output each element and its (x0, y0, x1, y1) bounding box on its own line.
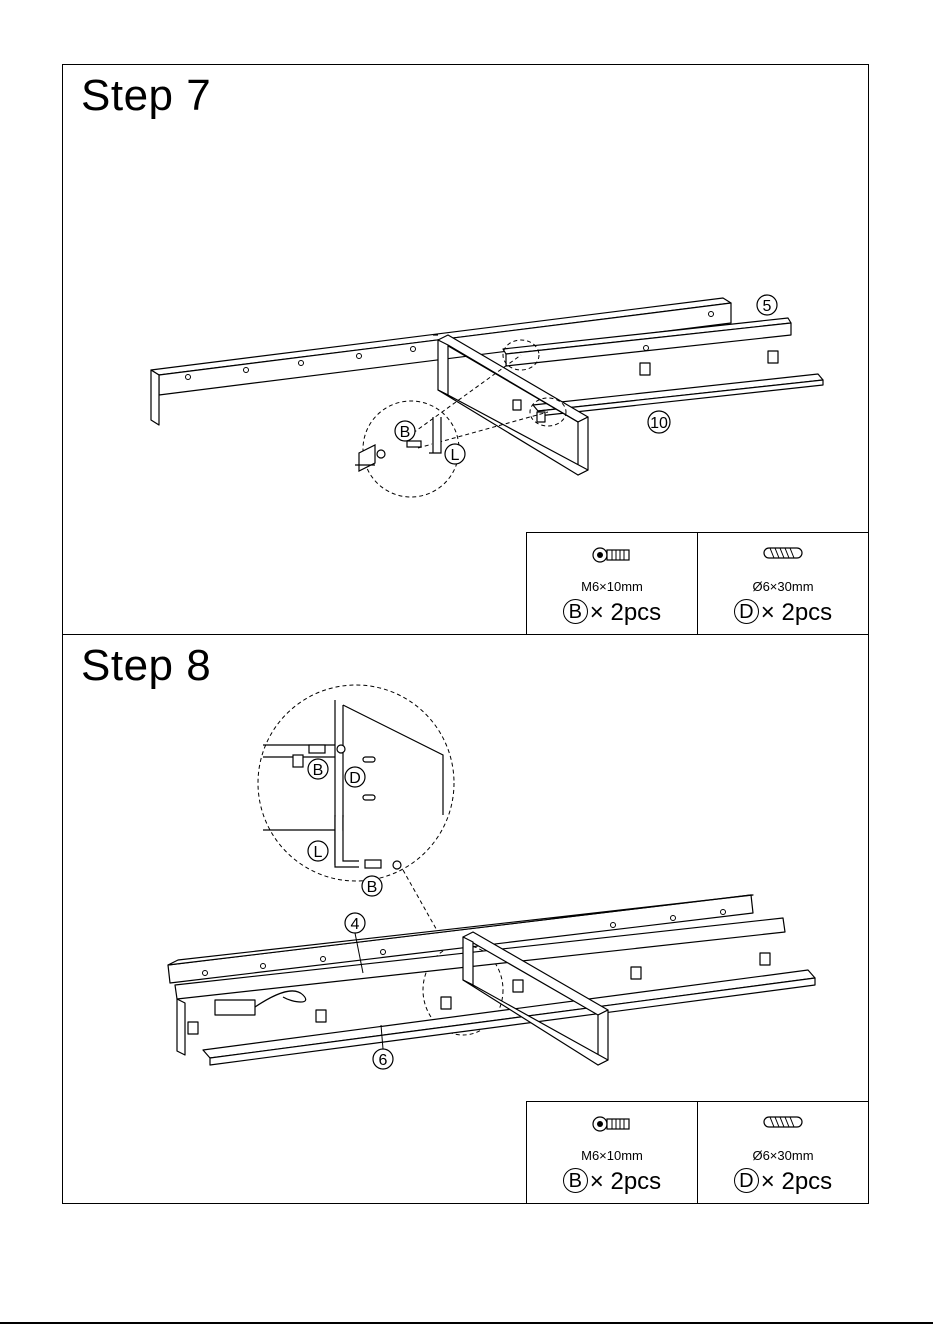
hardware-b-size: M6×10mm (527, 1148, 697, 1163)
callout-dowel-d: D (349, 770, 361, 787)
hardware-b-size: M6×10mm (527, 579, 697, 594)
callout-screw-b: B (400, 424, 411, 441)
hardware-b-count: × 2pcs (590, 599, 661, 626)
hardware-b-letter: B (563, 1168, 588, 1193)
hardware-b-cell: M6×10mm B× 2pcs (527, 1102, 697, 1203)
hardware-d-letter: D (734, 1168, 759, 1193)
callout-part-4: 4 (351, 916, 360, 933)
callout-wrench-l: L (451, 447, 460, 464)
dowel-icon (760, 1112, 806, 1132)
step-7-hardware-table: M6×10mm B× 2pcs Ø6×30mm D× 2pcs (526, 532, 869, 635)
callout-screw-b-bottom: B (367, 879, 378, 896)
callout-part-5: 5 (763, 298, 772, 315)
hardware-b-count: × 2pcs (590, 1168, 661, 1195)
dowel-icon (760, 543, 806, 563)
hardware-b-qty: B× 2pcs (527, 599, 697, 627)
callout-wrench-l: L (314, 844, 323, 861)
hardware-b-qty: B× 2pcs (527, 1168, 697, 1196)
hardware-d-count: × 2pcs (761, 599, 832, 626)
hardware-b-letter: B (563, 599, 588, 624)
screw-icon (592, 543, 632, 567)
hardware-d-size: Ø6×30mm (698, 579, 868, 594)
hardware-d-letter: D (734, 599, 759, 624)
step-7-panel: Step 7 (62, 64, 869, 635)
hardware-d-count: × 2pcs (761, 1168, 832, 1195)
step-8-hardware-table: M6×10mm B× 2pcs Ø6×30mm D× 2pcs (526, 1101, 869, 1204)
hardware-b-cell: M6×10mm B× 2pcs (527, 533, 697, 634)
screw-icon (592, 1112, 632, 1136)
hardware-d-cell: Ø6×30mm D× 2pcs (697, 1102, 868, 1203)
hardware-d-qty: D× 2pcs (698, 1168, 868, 1196)
callout-screw-b-top: B (313, 762, 324, 779)
hardware-d-size: Ø6×30mm (698, 1148, 868, 1163)
hardware-d-cell: Ø6×30mm D× 2pcs (697, 533, 868, 634)
step-8-panel: Step 8 (62, 634, 869, 1204)
callout-part-6: 6 (379, 1052, 388, 1069)
callout-part-10: 10 (650, 415, 668, 432)
hardware-d-qty: D× 2pcs (698, 599, 868, 627)
